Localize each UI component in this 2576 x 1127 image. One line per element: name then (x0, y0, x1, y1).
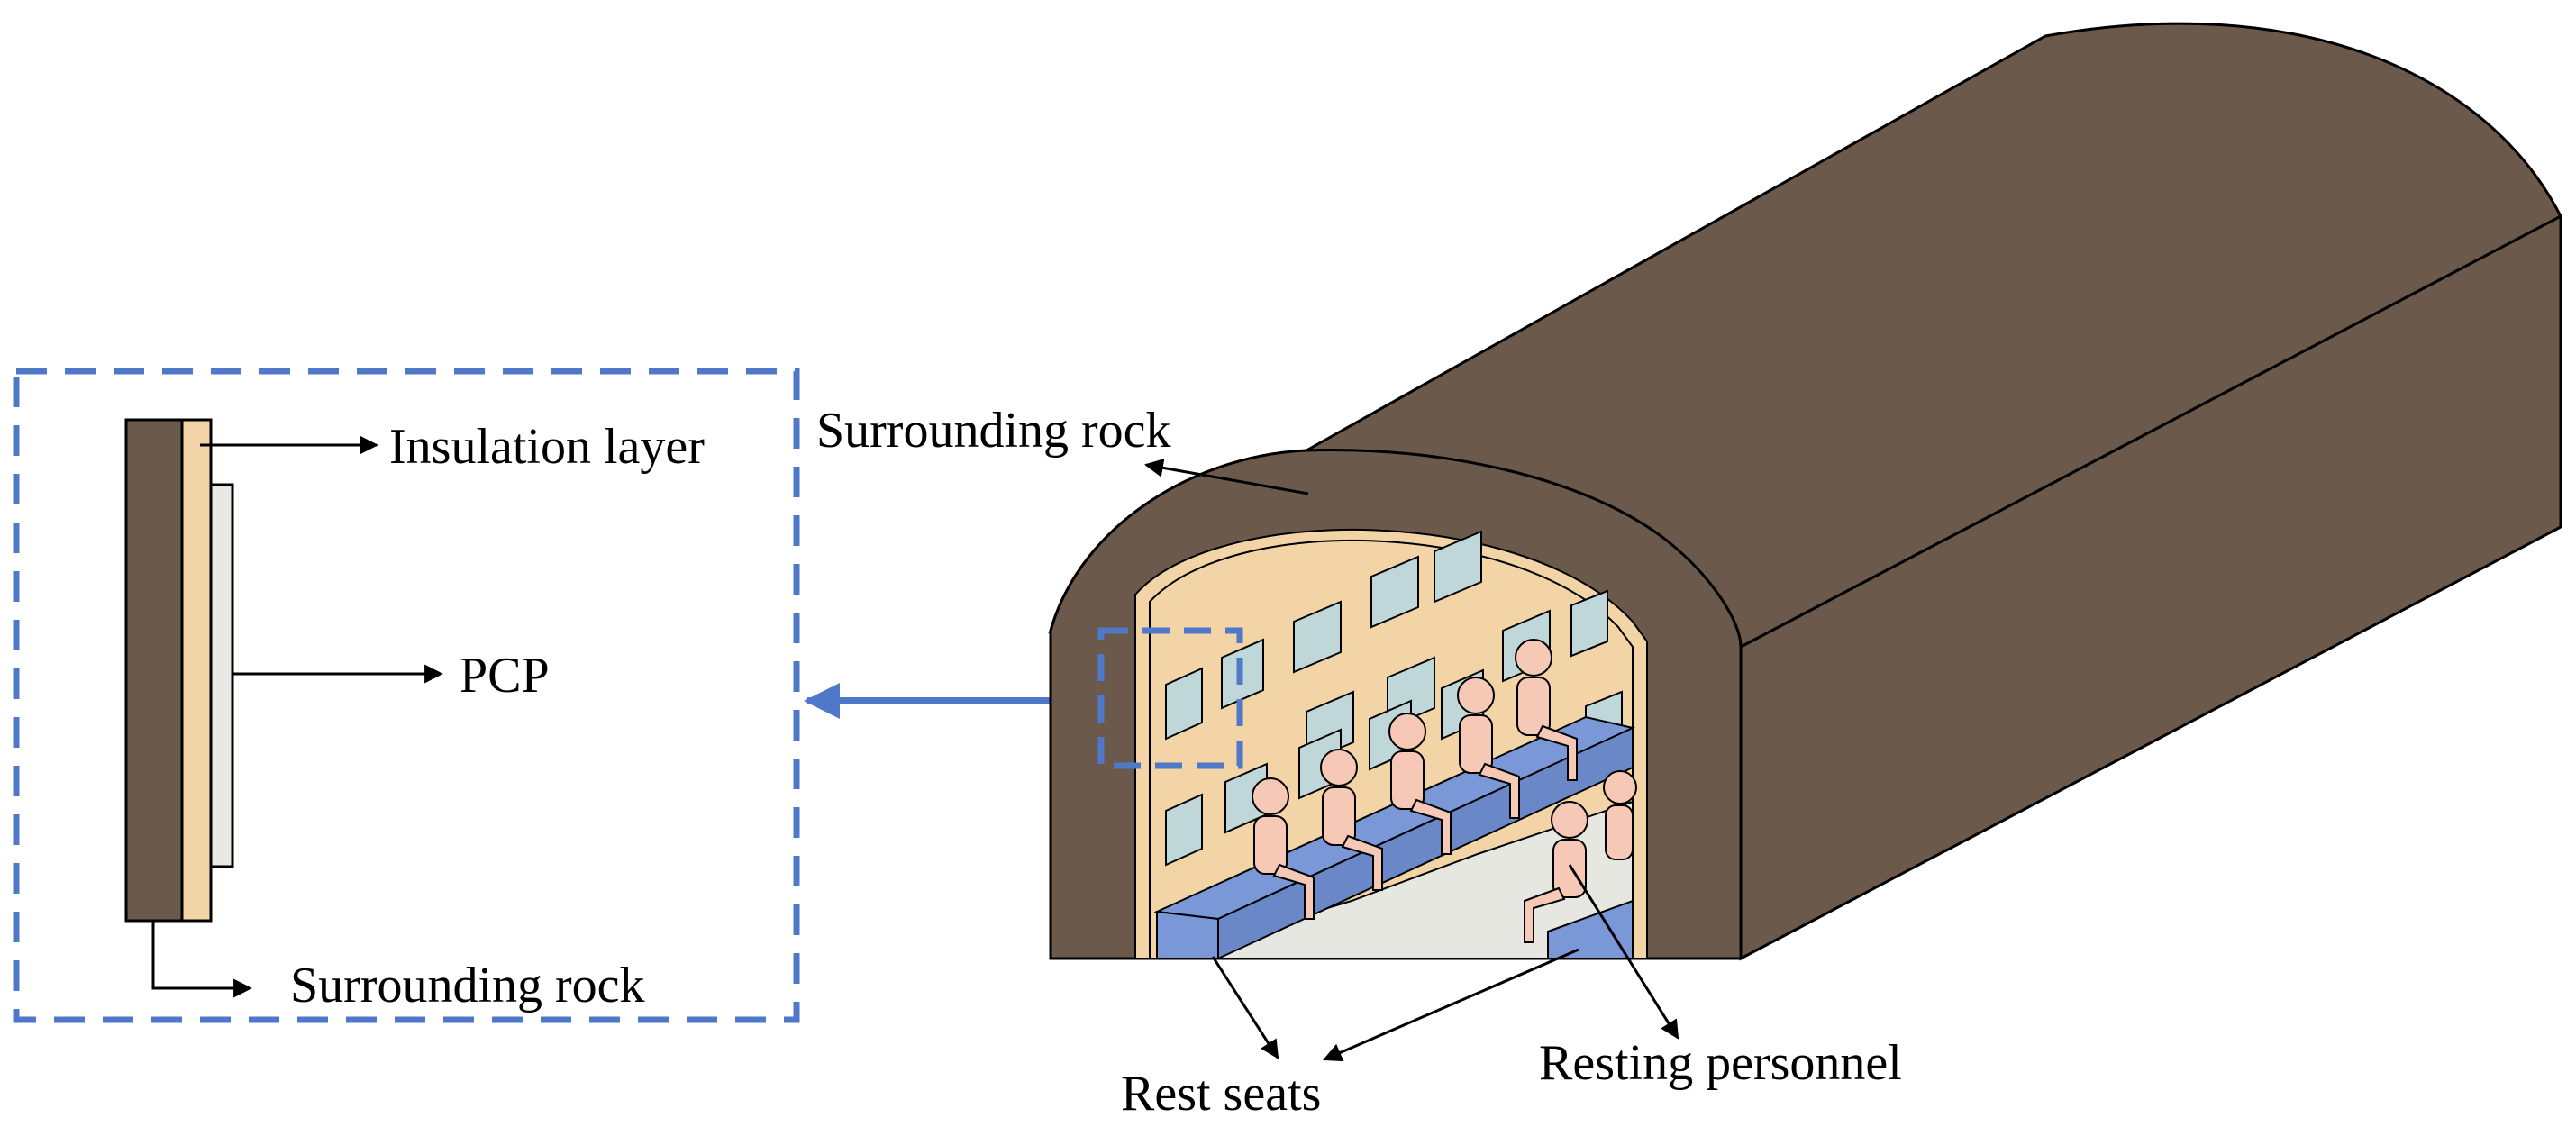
person-3 (1388, 713, 1452, 855)
seat-callout-right (1323, 948, 1579, 1062)
seat-callout-left (1211, 956, 1279, 1059)
personnel-callout (1568, 864, 1679, 1040)
person-7 (1603, 770, 1637, 860)
resting-personnel-label: Resting personnel (1539, 1035, 1902, 1091)
detail-frame (13, 368, 800, 1023)
detail-pcp-panel (209, 483, 234, 868)
detail-rock-layer (124, 418, 184, 923)
rock-detail-callout (151, 921, 253, 998)
resting-personnel (1252, 639, 1637, 943)
rock-tunnel-label: Surrounding rock (816, 403, 1171, 459)
rest-seat-right (1547, 899, 1634, 959)
tunnel-detail-marker (1097, 627, 1243, 769)
pcp-label: PCP (460, 648, 550, 704)
person-2 (1320, 749, 1383, 891)
person-5 (1515, 639, 1578, 781)
rest-seats-label: Rest seats (1121, 1066, 1321, 1122)
insulation-label: Insulation layer (389, 419, 705, 475)
detail-insulation-layer (180, 418, 213, 923)
person-6 (1524, 801, 1588, 943)
rock-detail-label: Surrounding rock (290, 958, 645, 1013)
rock-tunnel-callout (1143, 458, 1309, 495)
person-1 (1252, 777, 1315, 920)
person-4 (1457, 677, 1520, 819)
